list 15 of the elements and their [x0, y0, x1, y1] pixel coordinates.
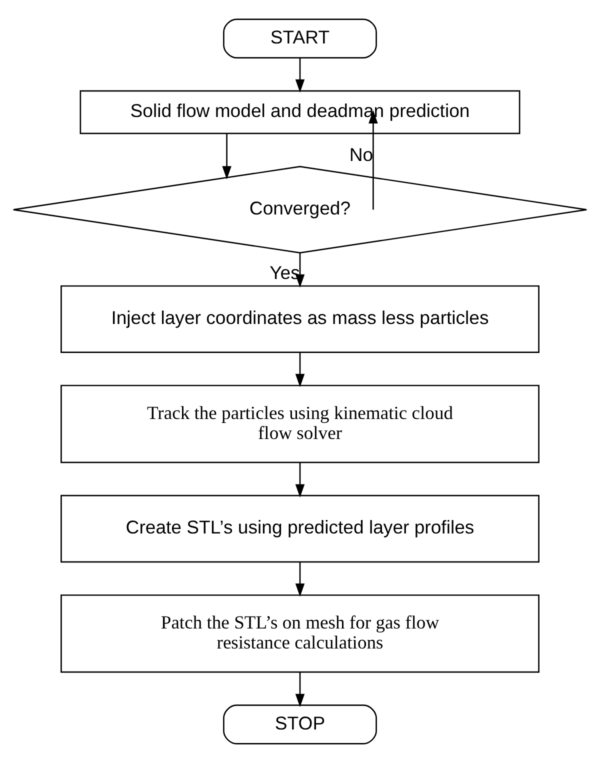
node-box: START [223, 18, 377, 58]
node-box: Create STL’s using predicted layer profiles [60, 494, 540, 563]
arrow [295, 462, 305, 498]
node-box: Patch the STL’s on mesh for gas flow resistance calculations [60, 594, 540, 673]
arrow [368, 110, 378, 210]
node-box: STOP [223, 704, 377, 744]
edge-label: No [349, 144, 374, 166]
node-box: Track the particles using kinematic cloud flow solver [60, 384, 540, 464]
arrow [295, 352, 305, 388]
arrow [295, 672, 305, 708]
arrow [295, 562, 305, 597]
node-box: Inject layer coordinates as mass less particles [60, 285, 540, 353]
node-box: Solid flow model and deadman prediction [80, 90, 520, 134]
arrow [295, 58, 305, 93]
arrow [222, 134, 232, 180]
